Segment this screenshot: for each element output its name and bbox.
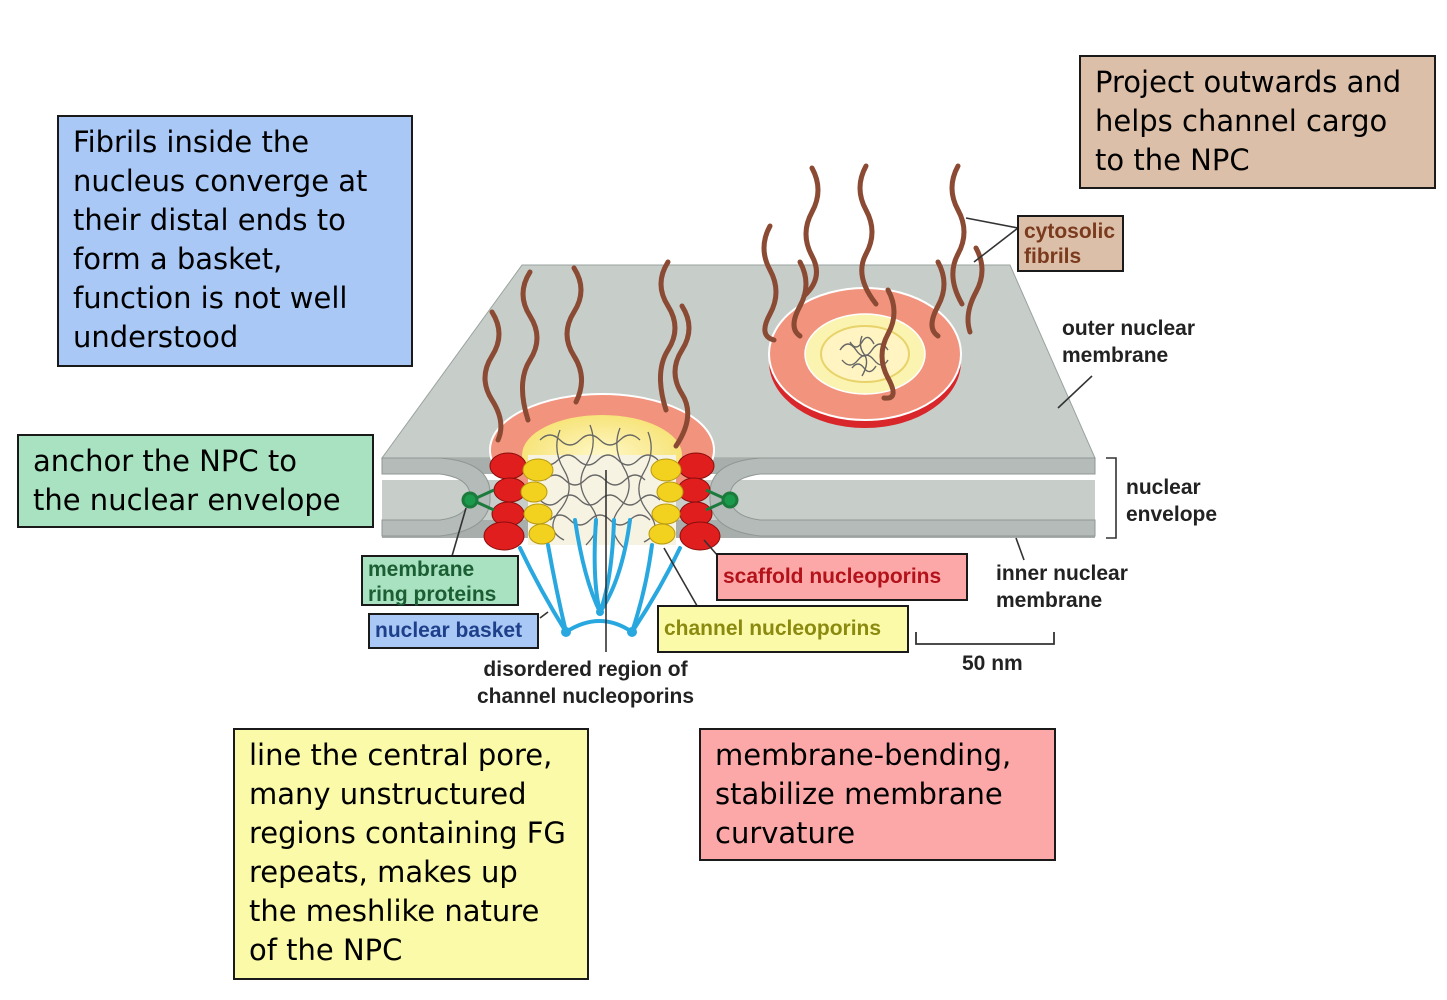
scaffold-nucleoporins-tag: scaffold nucleoporins — [716, 553, 968, 601]
disordered-region-label: disordered region of channel nucleoporin… — [477, 658, 695, 708]
channel-nucleoporins-tag: channel nucleoporins — [657, 605, 909, 653]
nuclear-envelope-label: nuclear envelope — [1126, 476, 1218, 526]
channel-function-note: line the central pore, many unstructured… — [233, 728, 589, 980]
npc-cross-section — [461, 393, 739, 637]
outer-membrane-label: outer nuclear membrane — [1062, 317, 1196, 367]
channel-nucleoporins — [520, 458, 684, 545]
scale-bar-label: 50 nm — [962, 652, 1023, 675]
pore-membrane-right — [709, 457, 1096, 537]
nuclear-basket — [518, 518, 682, 634]
membrane-ring-proteins-tag: membrane ring proteins — [361, 555, 519, 606]
basket-function-note: Fibrils inside the nucleus converge at t… — [57, 115, 413, 367]
anchor-function-note: anchor the NPC to the nuclear envelope — [17, 434, 374, 528]
leader-lines — [451, 217, 1117, 652]
cytosolic-fibrils-tag: cytosolic fibrils — [1017, 215, 1124, 272]
nuclear-basket-tag: nuclear basket — [368, 613, 539, 649]
cytosolic-function-note: Project outwards and helps channel cargo… — [1079, 55, 1436, 189]
cytosolic-fibrils-left — [482, 259, 692, 449]
inner-membrane-label: inner nuclear membrane — [996, 562, 1128, 612]
scale-bar — [915, 632, 1055, 645]
scaffold-function-note: membrane-bending, stabilize membrane cur… — [699, 728, 1056, 861]
outer-nuclear-membrane — [381, 264, 1096, 474]
cytosolic-fibrils-right — [761, 163, 985, 401]
npc-top-view — [768, 287, 962, 428]
membrane-ring-proteins — [461, 488, 739, 512]
